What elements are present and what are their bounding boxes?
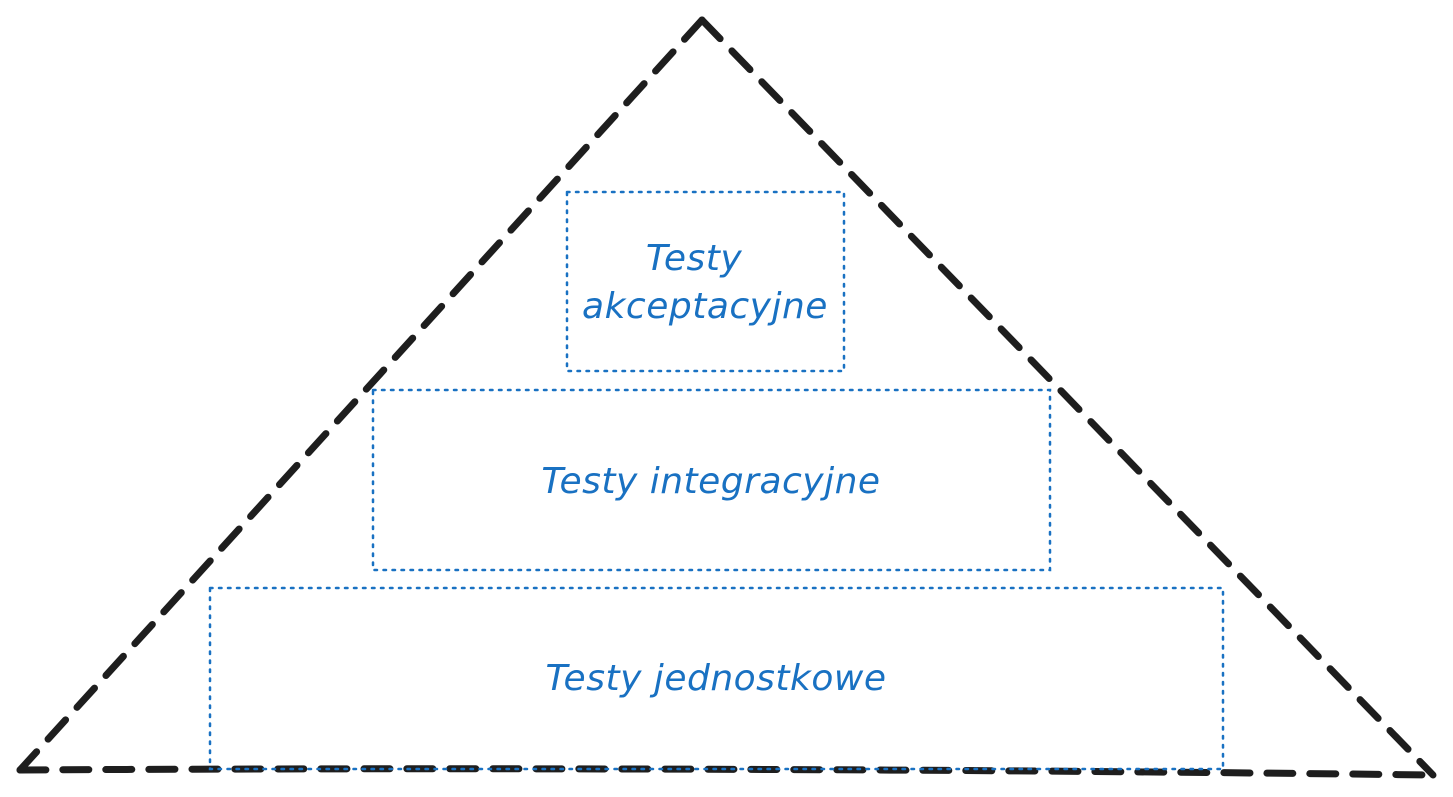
- layer-unit-box: [208, 586, 1225, 771]
- pyramid-right-edge: [698, 16, 1437, 779]
- layer-acceptance-label-line-1: Testy: [646, 238, 743, 279]
- pyramid-left-edge: [16, 16, 706, 774]
- layer-acceptance: Testy akceptacyjne: [565, 190, 846, 373]
- layer-integration: Testy integracyjne: [371, 388, 1052, 572]
- layer-acceptance-box: [565, 190, 846, 373]
- layer-unit-label: Testy jednostkowe: [546, 658, 887, 699]
- layer-acceptance-label-line-2: akceptacyjne: [582, 286, 828, 327]
- pyramid-base: [16, 765, 1437, 779]
- layer-unit: Testy jednostkowe: [208, 586, 1225, 771]
- layer-integration-label: Testy integracyjne: [541, 461, 880, 502]
- layer-integration-box: [371, 388, 1052, 572]
